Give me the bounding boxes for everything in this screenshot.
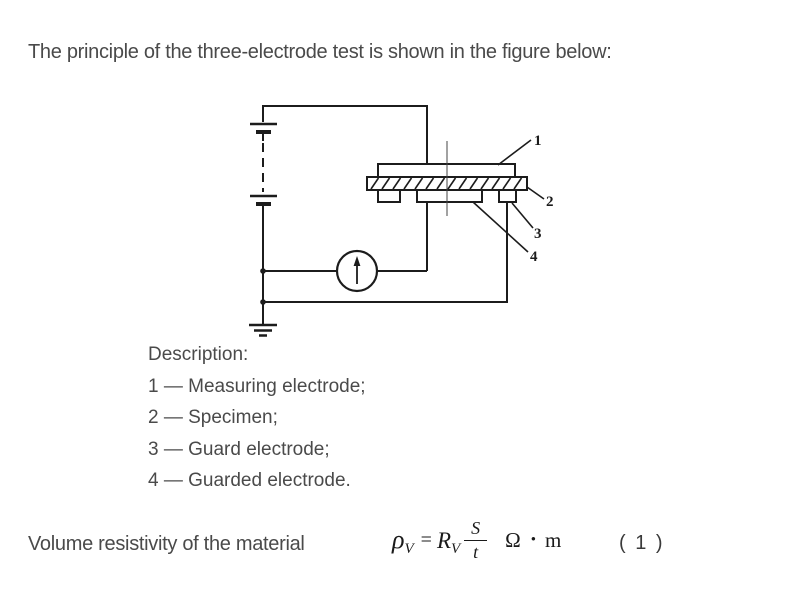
fraction-numerator: S bbox=[471, 517, 481, 538]
rho-symbol: ρ bbox=[392, 525, 405, 554]
wire-top bbox=[262, 105, 428, 164]
unit-omega: Ω bbox=[505, 527, 521, 552]
equation-number: ( 1 ) bbox=[619, 532, 665, 554]
label-specimen: 2 bbox=[546, 194, 554, 210]
formula-intro-text: Volume resistivity of the material bbox=[28, 533, 305, 555]
ground-icon bbox=[249, 323, 277, 337]
ammeter-icon bbox=[335, 249, 379, 293]
ammeter-branch bbox=[263, 202, 428, 272]
guard-ring-left-shape bbox=[377, 189, 401, 203]
battery-symbol bbox=[250, 122, 277, 206]
label-measuring-electrode: 1 bbox=[534, 133, 542, 149]
junction-dots bbox=[260, 268, 266, 305]
description-heading: Description: bbox=[148, 344, 249, 365]
label-guard-electrode: 3 bbox=[534, 226, 542, 242]
unit-dot: • bbox=[530, 531, 537, 548]
circuit-diagram: 1 2 3 4 bbox=[249, 105, 554, 337]
guard-ring-right-shape bbox=[498, 189, 517, 203]
wire-bottom bbox=[263, 202, 508, 303]
R-subscript: V bbox=[451, 540, 461, 557]
description-item: 2 — Specimen; bbox=[148, 407, 278, 429]
specimen-hatching bbox=[370, 177, 523, 190]
R-symbol: R bbox=[436, 527, 451, 553]
equals-sign: = bbox=[420, 528, 432, 551]
rho-subscript: V bbox=[404, 541, 414, 557]
formula-rho: ρV bbox=[392, 525, 414, 557]
description-item: 4 — Guarded electrode. bbox=[148, 470, 351, 492]
description-block: Description: 1 — Measuring electrode; 2 … bbox=[148, 339, 366, 497]
fraction-denominator: t bbox=[464, 539, 488, 562]
description-item: 1 — Measuring electrode; bbox=[148, 375, 366, 397]
formula-R: RV bbox=[436, 527, 460, 557]
guarded-electrode-shape bbox=[416, 189, 483, 203]
unit-meter: m bbox=[545, 527, 562, 552]
fraction-S-over-t: S t bbox=[464, 517, 488, 562]
label-guarded-electrode: 4 bbox=[530, 249, 538, 265]
description-item: 3 — Guard electrode; bbox=[148, 438, 330, 460]
volume-resistivity-formula: ρV = RV S t Ω • m bbox=[392, 517, 562, 562]
leader-lines bbox=[472, 139, 545, 253]
page-title: The principle of the three-electrode tes… bbox=[28, 41, 612, 63]
